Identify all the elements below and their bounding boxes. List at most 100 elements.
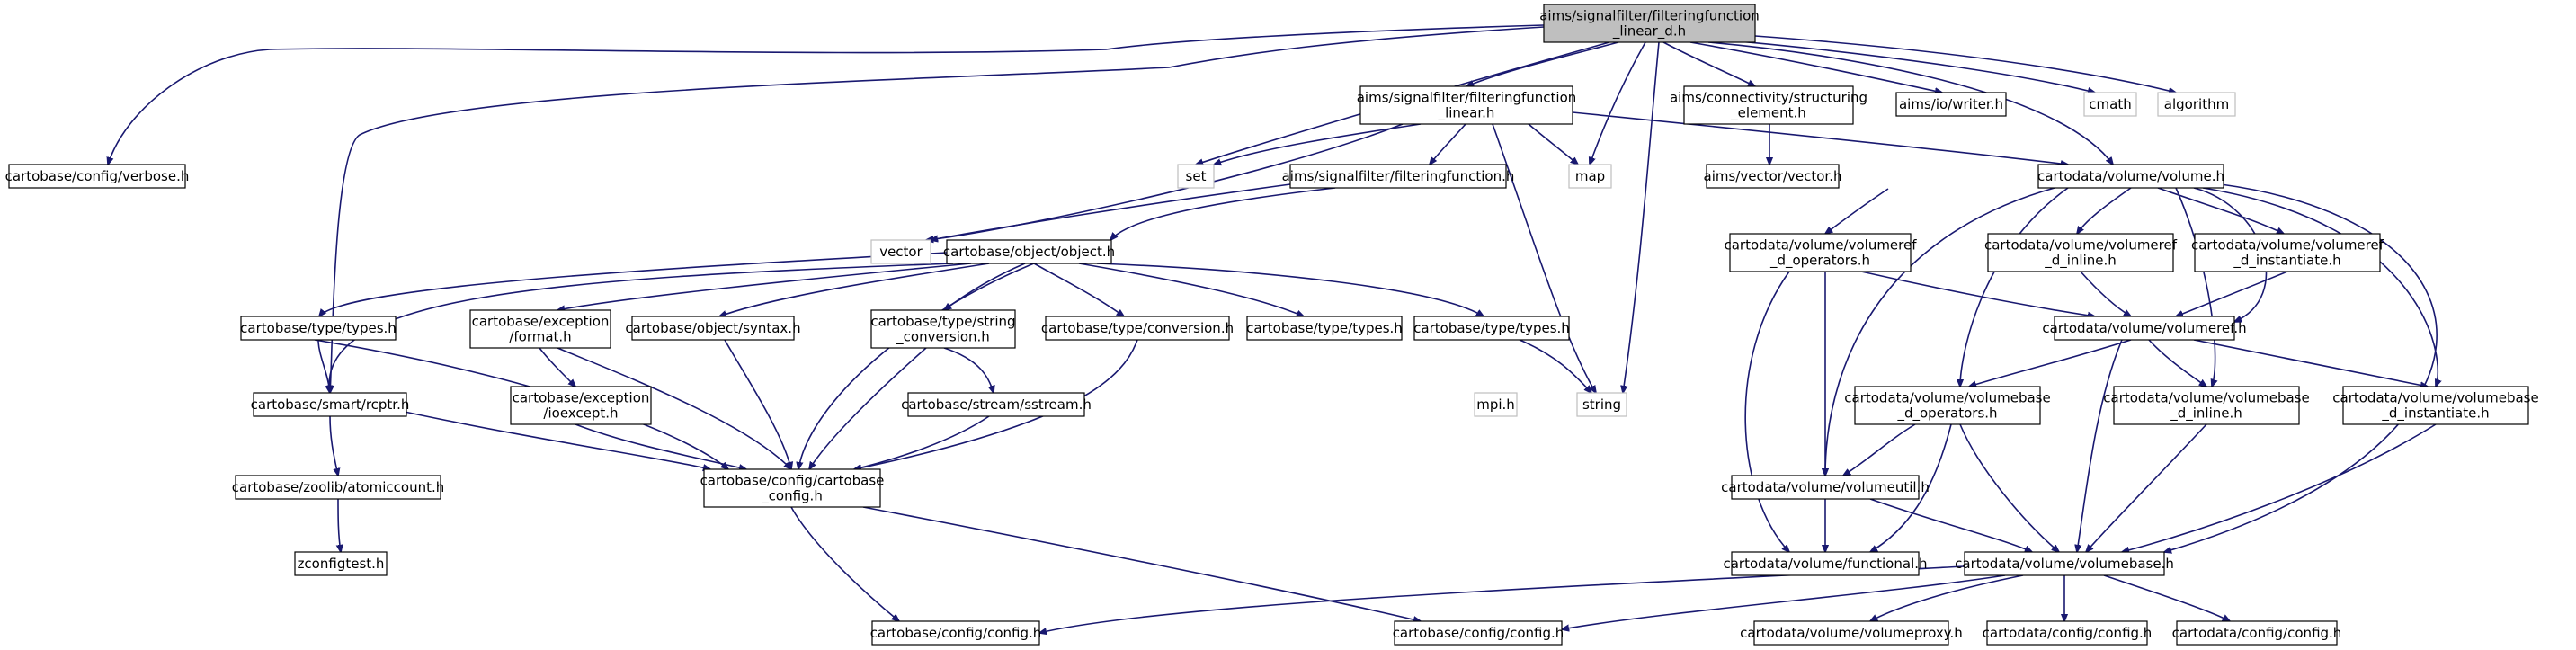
- node-label: _d_instantiate.h: [2381, 405, 2489, 423]
- node-object[interactable]: cartobase/object/object.h: [943, 239, 1115, 264]
- node-label: cartodata/volume/volume.h: [2037, 168, 2224, 184]
- dependency-edge-55: [2176, 271, 2288, 316]
- node-box: [1413, 316, 1570, 341]
- node-label: cartobase/config/verbose.h: [5, 168, 190, 184]
- node-volume[interactable]: cartodata/volume/volume.h: [2037, 164, 2224, 189]
- dependency-edge-60: [2193, 339, 2428, 387]
- node-label: cartodata/volume/volumeutil.h: [1721, 479, 1930, 495]
- node-label: cartodata/volume/volumeref.h: [2042, 320, 2246, 336]
- node-types-c[interactable]: cartobase/type/types.h: [1413, 316, 1570, 341]
- node-cd-config-2[interactable]: cartodata/config/config.h: [2172, 620, 2342, 646]
- node-label: cartodata/config/config.h: [2172, 625, 2342, 641]
- node-vr-ops[interactable]: cartodata/volume/volumeref_d_operators.h: [1724, 233, 1917, 272]
- node-label: cartodata/volume/functional.h: [1723, 556, 1927, 572]
- node-label: cartobase/type/types.h: [1413, 320, 1570, 336]
- node-vb-ops[interactable]: cartodata/volume/volumebase_d_operators.…: [1844, 386, 2051, 425]
- node-cb-config-1[interactable]: cartobase/config/config.h: [870, 620, 1042, 646]
- dependency-edge-36: [809, 347, 927, 469]
- node-label: cartodata/volume/volumeref: [2191, 237, 2384, 254]
- node-cartobase-config[interactable]: cartobase/config/cartobase_config.h: [700, 468, 885, 508]
- node-box: [1731, 475, 1920, 500]
- node-struct-elem[interactable]: aims/connectivity/structuring_element.h: [1670, 85, 1867, 125]
- node-label: aims/io/writer.h: [1899, 96, 2003, 112]
- node-verbose[interactable]: cartobase/config/verbose.h: [5, 164, 190, 189]
- node-label: cartobase/config/config.h: [1393, 625, 1564, 641]
- dependency-edge-72: [1562, 574, 2006, 629]
- node-label: cartodata/volume/volumeref: [1984, 237, 2178, 254]
- node-syntax[interactable]: cartobase/object/syntax.h: [625, 316, 801, 341]
- node-box: [946, 239, 1112, 264]
- node-root[interactable]: aims/signalfilter/filteringfunction_line…: [1539, 4, 1760, 43]
- node-box: [703, 468, 881, 508]
- node-rcptr[interactable]: cartobase/smart/rcptr.h: [251, 392, 410, 417]
- node-vr-inline[interactable]: cartodata/volume/volumeref_d_inline.h: [1984, 233, 2178, 272]
- node-box: [2176, 620, 2338, 646]
- dependency-edge-57: [1744, 271, 1789, 552]
- dependency-edge-59: [2148, 339, 2206, 387]
- node-box: [1394, 620, 1563, 646]
- node-box: [1854, 386, 2041, 425]
- node-aims-vector[interactable]: aims/vector/vector.h: [1704, 164, 1842, 189]
- node-mpi: mpi.h: [1474, 392, 1518, 417]
- node-box: [870, 309, 1016, 349]
- node-label: cartobase/type/types.h: [240, 320, 397, 336]
- node-label: cartobase/zoolib/atomiccount.h: [232, 479, 444, 495]
- node-cd-config-1[interactable]: cartodata/config/config.h: [1983, 620, 2153, 646]
- node-functional[interactable]: cartodata/volume/functional.h: [1723, 551, 1928, 576]
- node-box: [510, 386, 652, 425]
- node-string-conv[interactable]: cartobase/type/string_conversion.h: [870, 309, 1016, 349]
- dependency-edge-22: [557, 263, 972, 310]
- dependency-edge-18: [1492, 123, 1596, 393]
- node-box: [1895, 92, 2007, 117]
- node-label: cartodata/volume/volumebase: [2332, 390, 2538, 406]
- node-label: zconfigtest.h: [298, 556, 385, 572]
- node-writer[interactable]: aims/io/writer.h: [1895, 92, 2007, 117]
- node-box: [1964, 551, 2165, 576]
- node-volumebase[interactable]: cartodata/volume/volumebase.h: [1955, 551, 2174, 576]
- dependency-edge-50: [2202, 187, 2438, 387]
- node-volumeutil[interactable]: cartodata/volume/volumeutil.h: [1721, 475, 1930, 500]
- dependency-edge-9: [1590, 41, 1646, 165]
- node-label: cartodata/volume/volumebase: [2103, 390, 2309, 406]
- node-zconfigtest[interactable]: zconfigtest.h: [294, 551, 388, 576]
- node-box: [1986, 620, 2148, 646]
- dependency-edge-69: [790, 506, 899, 621]
- node-ff[interactable]: aims/signalfilter/filteringfunction.h: [1282, 164, 1515, 189]
- node-types-a[interactable]: cartobase/type/types.h: [240, 316, 397, 341]
- dependency-edge-7: [1754, 35, 2176, 93]
- node-label: string: [1582, 396, 1621, 413]
- node-ff-linear[interactable]: aims/signalfilter/filteringfunction_line…: [1357, 85, 1577, 125]
- node-box: [1474, 392, 1518, 417]
- node-sstream[interactable]: cartobase/stream/sstream.h: [901, 392, 1092, 417]
- node-ioexcept[interactable]: cartobase/exception/ioexcept.h: [510, 386, 652, 425]
- node-vr-inst[interactable]: cartodata/volume/volumeref_d_instantiate…: [2191, 233, 2384, 272]
- node-volumeproxy[interactable]: cartodata/volume/volumeproxy.h: [1740, 620, 1963, 646]
- node-vector: vector: [870, 239, 931, 264]
- node-box: [1177, 164, 1215, 189]
- node-exc-format[interactable]: cartobase/exception/format.h: [469, 309, 611, 349]
- node-conversion[interactable]: cartobase/type/conversion.h: [1041, 316, 1234, 341]
- node-label: cartobase/config/config.h: [870, 625, 1042, 641]
- node-box: [1543, 4, 1756, 43]
- node-box: [1576, 392, 1627, 417]
- node-box: [294, 551, 388, 576]
- dependency-edge-38: [854, 415, 990, 469]
- node-atomiccount[interactable]: cartobase/zoolib/atomiccount.h: [232, 475, 444, 500]
- node-string: string: [1576, 392, 1627, 417]
- node-cb-config-2[interactable]: cartobase/config/config.h: [1393, 620, 1564, 646]
- dependency-edge-27: [1096, 263, 1484, 316]
- node-volumeref[interactable]: cartodata/volume/volumeref.h: [2042, 316, 2247, 341]
- node-vb-inline[interactable]: cartodata/volume/volumebase_d_inline.h: [2103, 386, 2310, 425]
- node-box: [2037, 164, 2224, 189]
- node-label: algorithm: [2164, 96, 2229, 112]
- node-types-b[interactable]: cartobase/type/types.h: [1246, 316, 1403, 341]
- dependency-edge-68: [1869, 498, 2032, 552]
- node-vb-inst[interactable]: cartodata/volume/volumebase_d_instantiat…: [2332, 386, 2539, 425]
- node-label: _d_instantiate.h: [2233, 253, 2340, 270]
- dependency-edge-15: [1214, 123, 1422, 165]
- node-label: cartodata/volume/volumeproxy.h: [1740, 625, 1963, 641]
- dependency-edge-58: [1969, 339, 2132, 387]
- dependency-edge-73: [1870, 574, 2024, 621]
- node-label: _linear.h: [1438, 105, 1495, 122]
- node-box: [871, 620, 1040, 646]
